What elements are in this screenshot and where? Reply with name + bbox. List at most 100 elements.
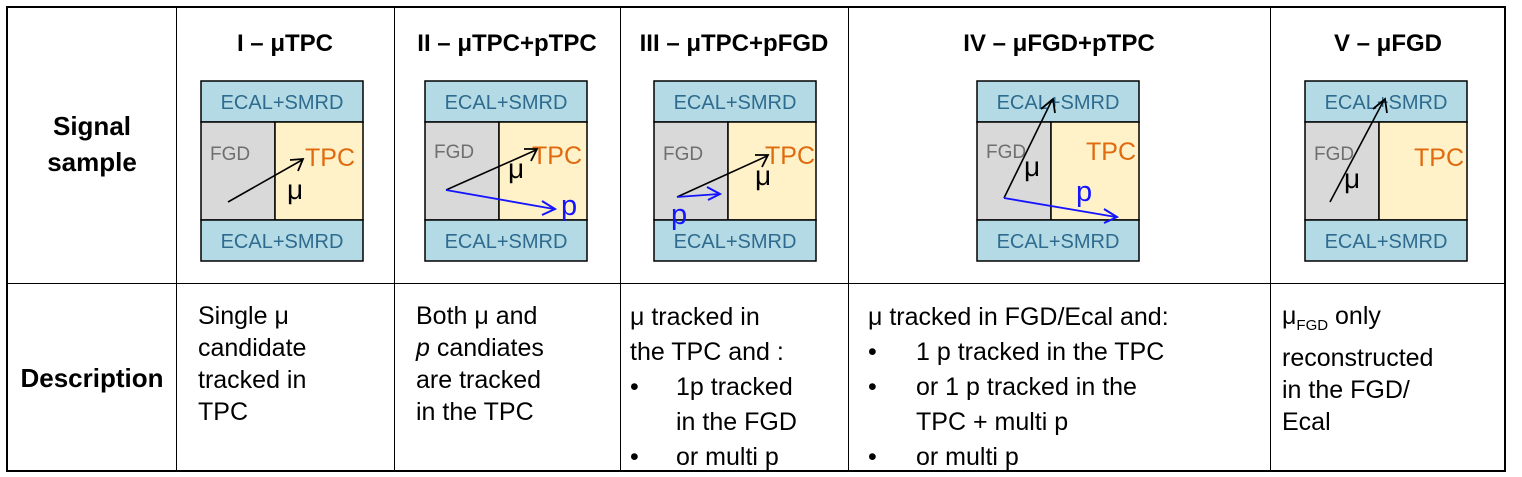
ecal-top-label: ECAL+SMRD — [997, 92, 1120, 114]
proton-arrowhead — [706, 186, 723, 201]
muon-arrowhead — [1040, 97, 1056, 114]
description-line: in the FGD/ — [1282, 376, 1410, 404]
subscript: FGD — [1296, 317, 1329, 334]
bullet-text: 1 p tracked in the TPC — [916, 338, 1165, 366]
column-divider — [1270, 8, 1271, 470]
description-bullet: • 1 p tracked in the TPC — [868, 335, 1169, 370]
tpc-label: TPC — [305, 144, 355, 172]
detector-diagram: ECAL+SMRD ECAL+SMRD FGD TPC μ p — [424, 80, 588, 262]
detector-diagram: ECAL+SMRD ECAL+SMRD FGD TPC μ p — [976, 80, 1140, 262]
description-line: candidate — [198, 334, 307, 362]
description-line: Ecal — [1282, 408, 1331, 436]
fgd-label: FGD — [986, 142, 1026, 163]
bullet-icon: • — [630, 443, 639, 471]
tpc-label: TPC — [532, 142, 582, 170]
row-label-signal-sample: Signal sample — [8, 108, 176, 180]
ecal-bottom-box — [653, 219, 817, 262]
column-divider — [620, 8, 621, 470]
bullet-icon: • — [868, 338, 877, 366]
description-line: tracked in — [198, 366, 307, 394]
column-3-header: III – μTPC+pFGD ECAL+SMRD ECAL+SMRD FGD … — [620, 8, 848, 283]
description-bullet: •or multi p — [630, 440, 797, 475]
proton-track — [676, 193, 720, 198]
column-title: V – μFGD — [1333, 30, 1443, 57]
description-bullet: • 1p tracked — [630, 370, 797, 405]
bullet-icon: • — [630, 373, 639, 401]
description-bullet: •or multi p — [868, 440, 1169, 475]
tpc-label: TPC — [765, 142, 815, 170]
ecal-top-box — [653, 80, 817, 123]
column-divider — [394, 8, 395, 470]
row-divider — [8, 283, 1504, 284]
column-title: IV – μFGD+pTPC — [963, 30, 1155, 57]
muon-track — [445, 149, 537, 191]
column-1-header: I – μTPC ECAL+SMRD ECAL+SMRD FGD TPC μ — [176, 8, 394, 283]
description-column-1: Single μ candidate tracked in TPC — [198, 300, 306, 428]
fgd-label: FGD — [434, 142, 474, 163]
proton-label: p — [1076, 176, 1092, 208]
description-line: reconstructed — [1282, 344, 1434, 372]
muon-track — [1003, 99, 1053, 199]
signal-sample-table: Signal sample Description I – μTPC ECAL+… — [6, 6, 1506, 472]
description-column-4: μ tracked in FGD/Ecal and: • 1 p tracked … — [868, 300, 1169, 475]
description-line: in the FGD — [676, 408, 797, 436]
ecal-bottom-box — [976, 219, 1140, 262]
ecal-top-label: ECAL+SMRD — [221, 92, 344, 114]
tpc-label: TPC — [1086, 138, 1136, 166]
description-line: are tracked — [416, 366, 542, 394]
description-line: μFGD only — [1282, 300, 1433, 342]
ecal-bottom-box — [1304, 219, 1468, 262]
bullet-icon: • — [868, 443, 877, 471]
column-title: II – μTPC+pTPC — [417, 30, 597, 57]
ecal-bottom-box — [424, 219, 588, 262]
column-4-header: IV – μFGD+pTPC ECAL+SMRD ECAL+SMRD FGD T… — [848, 8, 1270, 283]
muon-label: μ — [1024, 151, 1040, 182]
description-line: the TPC and : — [630, 338, 784, 366]
description-line: p candiates — [416, 332, 544, 364]
row-label-line: sample — [47, 147, 137, 177]
muon-arrowhead — [755, 154, 770, 168]
ecal-bottom-box — [200, 219, 364, 262]
column-divider — [176, 8, 177, 470]
ecal-bottom-label: ECAL+SMRD — [221, 231, 344, 253]
description-line: Single μ — [198, 302, 289, 330]
description-line: Both μ and — [416, 302, 538, 330]
proton-label: p — [671, 199, 687, 231]
ecal-bottom-label: ECAL+SMRD — [997, 231, 1120, 253]
fgd-box — [653, 121, 729, 221]
description-line-rest: candiates — [429, 334, 544, 362]
ecal-bottom-label: ECAL+SMRD — [1325, 231, 1448, 253]
proton-track — [445, 189, 555, 210]
bullet-text: 1p tracked — [676, 373, 793, 401]
fgd-label: FGD — [1314, 144, 1354, 165]
tpc-box — [1050, 121, 1140, 221]
muon-arrowhead — [524, 148, 539, 162]
description-line: μ tracked in FGD/Ecal and: — [868, 303, 1169, 331]
ecal-bottom-label: ECAL+SMRD — [445, 231, 568, 253]
column-title: I – μTPC — [236, 30, 334, 57]
detector-diagram: ECAL+SMRD ECAL+SMRD FGD TPC μ — [1304, 80, 1468, 262]
detector-diagram: ECAL+SMRD ECAL+SMRD FGD TPC μ — [200, 80, 364, 262]
proton-label: p — [561, 190, 577, 222]
proton-arrowhead — [1103, 208, 1120, 224]
tpc-label: TPC — [1414, 144, 1464, 172]
muon-label: μ — [287, 174, 303, 205]
ecal-top-label: ECAL+SMRD — [445, 92, 568, 114]
column-2-header: II – μTPC+pTPC ECAL+SMRD ECAL+SMRD FGD T… — [394, 8, 620, 283]
bullet-text: or 1 p tracked in the — [916, 373, 1137, 401]
tpc-box — [498, 121, 588, 221]
column-divider — [848, 8, 849, 470]
muon-label: μ — [508, 153, 524, 184]
tpc-box — [1378, 121, 1468, 221]
ecal-bottom-label: ECAL+SMRD — [674, 231, 797, 253]
column-title: III – μTPC+pFGD — [639, 30, 829, 57]
muon-track — [227, 159, 303, 203]
description-column-2: Both μ and p candiates are tracked in th… — [416, 300, 544, 428]
fgd-label: FGD — [210, 144, 250, 165]
tpc-box — [727, 121, 817, 221]
bullet-icon: • — [868, 373, 877, 401]
muon-label: μ — [755, 160, 771, 191]
muon-track — [676, 155, 768, 198]
muon-arrowhead — [1372, 97, 1388, 114]
proton-symbol: p — [416, 334, 430, 362]
